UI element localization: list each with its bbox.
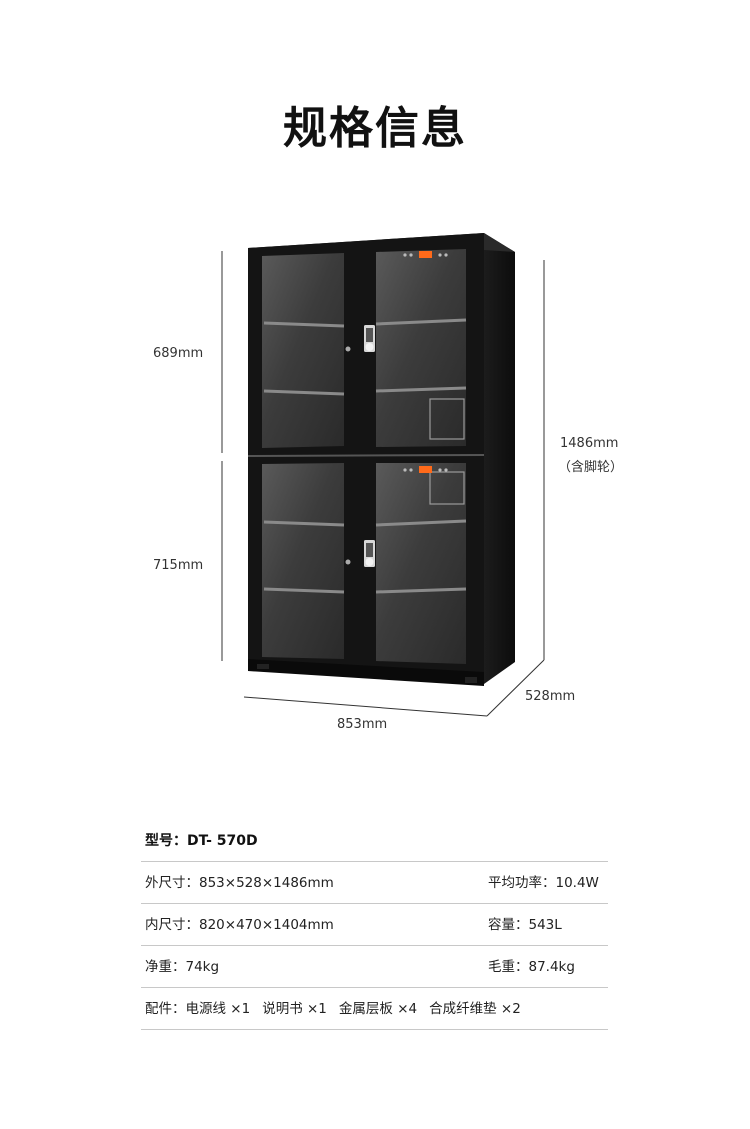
- spec-label: 平均功率：: [488, 875, 556, 891]
- spec-label: 内尺寸：: [145, 917, 199, 933]
- accessory-item: 合成纤维垫 ×2: [429, 1001, 521, 1017]
- depth-label: 528mm: [525, 689, 576, 704]
- accessories-label: 配件：: [145, 1001, 186, 1017]
- width-label: 853mm: [337, 717, 388, 732]
- accessory-item: 电源线 ×1: [185, 1001, 251, 1017]
- spec-table: 型号：DT- 570D 外尺寸：853×528×1486mm 平均功率：10.4…: [141, 822, 608, 1030]
- spec-label: 毛重：: [488, 959, 529, 975]
- model-label: 型号：: [145, 833, 187, 849]
- door-knob-icon: [345, 346, 351, 352]
- display-panel-icon: [403, 251, 448, 473]
- door-knob-icon: [345, 559, 351, 565]
- spec-label: 容量：: [488, 917, 529, 933]
- cabinet-side-panel: [484, 233, 515, 684]
- spec-value: 853×528×1486mm: [199, 875, 334, 891]
- glass-doors: [262, 249, 466, 664]
- dehumidifier-module-icon: [429, 398, 465, 440]
- dimension-lines: [221, 251, 545, 717]
- spec-value: 74kg: [185, 959, 220, 975]
- dehumidifier-module-icon: [429, 471, 465, 505]
- page-title: 规格信息: [283, 103, 467, 154]
- total-height-label: 1486mm: [560, 436, 619, 451]
- shelves: [263, 318, 467, 594]
- model-value: DT- 570D: [187, 833, 258, 849]
- accessory-item: 金属层板 ×4: [338, 1001, 418, 1017]
- spec-row: 净重：74kg 毛重：87.4kg: [141, 946, 608, 988]
- cabinet-base: [248, 659, 484, 686]
- spec-label: 净重：: [145, 959, 186, 975]
- accessories-row: 配件：电源线 ×1 说明书 ×1 金属层板 ×4 合成纤维垫 ×2: [141, 988, 608, 1030]
- keypad-lock-icon: [364, 325, 375, 567]
- spec-row: 内尺寸：820×470×1404mm 容量：543L: [141, 904, 608, 946]
- upper-height-label: 689mm: [153, 346, 204, 361]
- accessory-item: 说明书 ×1: [262, 1001, 327, 1017]
- spec-value: 10.4W: [555, 875, 599, 891]
- spec-value: 820×470×1404mm: [199, 917, 334, 933]
- spec-value: 87.4kg: [528, 959, 575, 975]
- total-height-note: （含脚轮）: [558, 460, 624, 475]
- spec-row: 外尺寸：853×528×1486mm 平均功率：10.4W: [141, 862, 608, 904]
- lower-height-label: 715mm: [153, 558, 204, 573]
- spec-label: 外尺寸：: [145, 875, 199, 891]
- cabinet-illustration: [221, 233, 545, 717]
- spec-value: 543L: [528, 917, 562, 933]
- model-row: 型号：DT- 570D: [141, 822, 608, 862]
